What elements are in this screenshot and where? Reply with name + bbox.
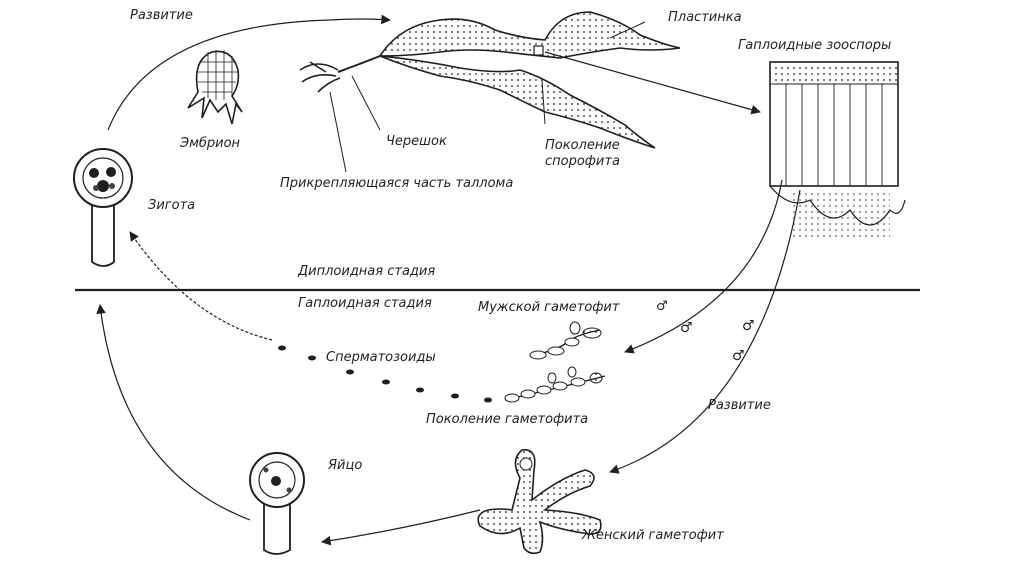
male-symbol-spore-1: ♂ xyxy=(680,320,693,336)
arrow-to-male-gametophyte xyxy=(624,179,783,354)
label-development-right: Развитие xyxy=(708,398,771,413)
leader-stipe xyxy=(351,75,381,131)
label-sporophyte-generation-line2: спорофита xyxy=(545,154,620,169)
zygote-illustration xyxy=(73,148,133,267)
label-egg: Яйцо xyxy=(328,458,363,473)
label-holdfast: Прикрепляющаяся часть таллома xyxy=(280,176,514,191)
label-spermatozoids: Сперматозоиды xyxy=(326,350,436,365)
arrow-blade-to-zoospores xyxy=(544,51,761,115)
label-male-gametophyte: Мужской гаметофит xyxy=(478,300,620,315)
arrow-female-to-egg xyxy=(321,509,481,546)
arrow-egg-to-zygote xyxy=(96,304,251,521)
label-zygote: Зигота xyxy=(148,198,196,213)
male-symbol-spore-3: ♂ xyxy=(732,348,745,364)
label-stipe: Черешок xyxy=(386,134,447,149)
leader-sporophyte-generation xyxy=(541,79,546,125)
male-gametophyte-illustration xyxy=(529,321,602,360)
label-sporophyte-generation-line1: Поколение xyxy=(545,138,620,153)
label-development-top: Развитие xyxy=(130,8,193,23)
female-gametophyte-illustration xyxy=(477,449,602,555)
arrow-development-top xyxy=(107,14,391,131)
embryo-illustration xyxy=(187,50,243,125)
leader-blade xyxy=(609,21,646,39)
male-symbol-spore-2: ♂ xyxy=(742,318,755,334)
label-embryo: Эмбрион xyxy=(180,136,241,151)
label-female-gametophyte: Женский гаметофит xyxy=(582,528,724,543)
gametophyte-generation-illustration xyxy=(504,366,606,403)
label-blade: Пластинка xyxy=(668,10,742,25)
zoospore-tissue-illustration xyxy=(769,61,906,240)
arrow-fertilization-to-zygote xyxy=(129,231,273,341)
label-haploid-stage: Гаплоидная стадия xyxy=(298,296,432,311)
egg-illustration xyxy=(249,452,305,555)
spermatozoid-trail xyxy=(278,345,492,403)
leader-holdfast xyxy=(329,91,347,173)
label-haploid-zoospores: Гаплоидные зооспоры xyxy=(738,38,892,53)
label-gametophyte-generation: Поколение гаметофита xyxy=(426,412,589,427)
arrow-to-female-gametophyte xyxy=(609,189,801,474)
label-male-symbol: ♂ xyxy=(656,299,668,314)
label-diploid-stage: Диплоидная стадия xyxy=(298,264,436,279)
sporophyte-illustration xyxy=(299,11,681,149)
